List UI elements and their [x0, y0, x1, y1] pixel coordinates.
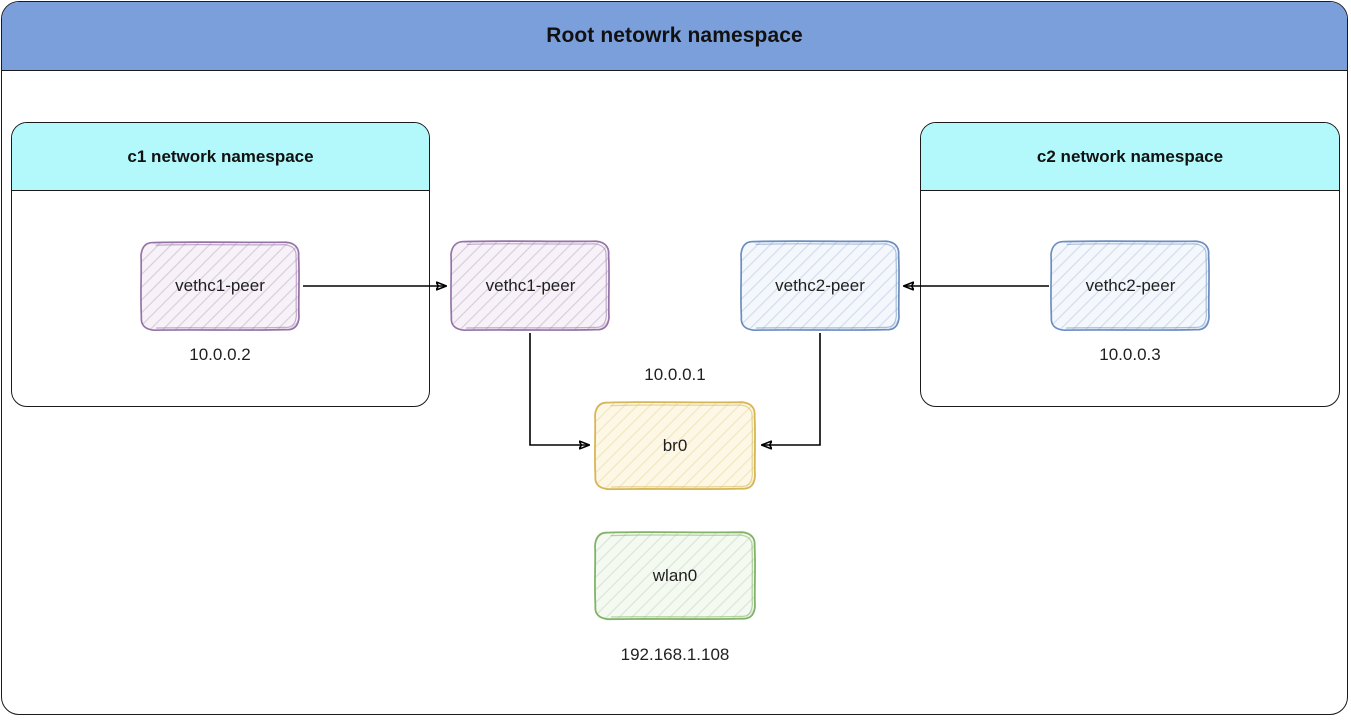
- root-namespace-header: Root netowrk namespace: [2, 2, 1347, 71]
- node-vethc1-peer-root[interactable]: vethc1-peer: [449, 238, 612, 333]
- namespace-title-c1: c1 network namespace: [127, 146, 314, 166]
- node-wlan0[interactable]: wlan0: [592, 529, 758, 622]
- ip-label-vethc1-peer-c1: 10.0.0.2: [189, 345, 251, 364]
- root-namespace-title: Root netowrk namespace: [546, 24, 803, 47]
- node-vethc1-peer-c1[interactable]: vethc1-peer: [138, 239, 302, 333]
- ip-label-br0: 10.0.0.1: [644, 365, 706, 384]
- namespace-container-c1[interactable]: c1 network namespace: [11, 122, 430, 407]
- node-vethc2-peer-c2[interactable]: vethc2-peer: [1049, 238, 1212, 333]
- ip-label-wlan0: 192.168.1.108: [620, 645, 730, 664]
- ip-label-vethc2-peer-c2: 10.0.0.3: [1099, 345, 1161, 364]
- namespace-header-c1: c1 network namespace: [12, 123, 429, 191]
- namespace-title-c2: c2 network namespace: [1036, 146, 1224, 166]
- namespace-header-c2: c2 network namespace: [921, 123, 1339, 191]
- node-vethc2-peer-root[interactable]: vethc2-peer: [738, 238, 902, 333]
- node-br0[interactable]: br0: [592, 399, 758, 492]
